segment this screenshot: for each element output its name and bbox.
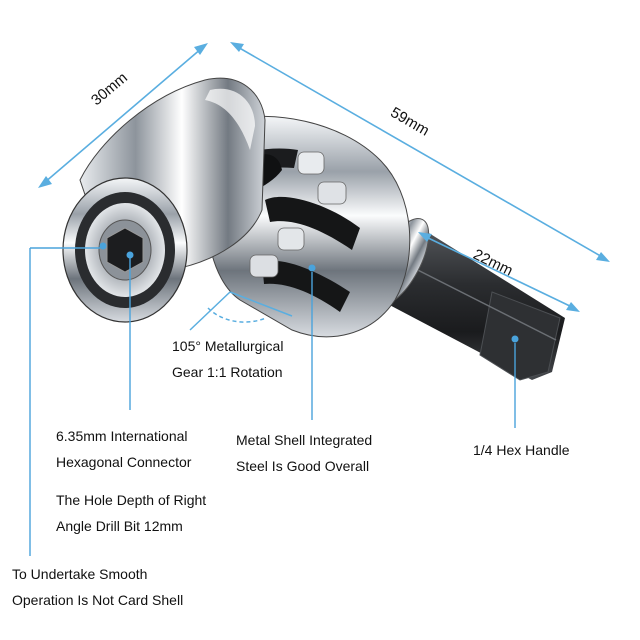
callout-shell-line-1: Metal Shell Integrated xyxy=(236,432,373,448)
callout-smooth: To Undertake Smooth Operation Is Not Car… xyxy=(12,561,183,613)
angle-arc xyxy=(207,307,267,323)
callout-connector-line-2: Hexagonal Connector xyxy=(56,454,192,470)
callout-depth: The Hole Depth of Right Angle Drill Bit … xyxy=(56,487,206,539)
callout-smooth-line-2: Operation Is Not Card Shell xyxy=(12,592,184,608)
callout-leaders xyxy=(29,242,519,556)
angle-line-left xyxy=(189,291,231,331)
callout-depth-line-2: Angle Drill Bit 12mm xyxy=(56,518,183,534)
callout-connector: 6.35mm International Hexagonal Connector xyxy=(56,423,191,475)
callout-gear: 105° Metallurgical Gear 1:1 Rotation xyxy=(172,333,283,385)
callout-shell-line-2: Steel Is Good Overall xyxy=(236,458,370,474)
callout-smooth-line-1: To Undertake Smooth xyxy=(12,566,148,582)
callout-gear-line-2: Gear 1:1 Rotation xyxy=(172,364,283,380)
dimension-30mm-line xyxy=(38,43,208,188)
callout-hex-line-1: 1/4 Hex Handle xyxy=(473,442,570,458)
dimension-59mm-line xyxy=(230,42,610,262)
callout-depth-line-1: The Hole Depth of Right xyxy=(56,492,207,508)
callout-hex: 1/4 Hex Handle xyxy=(473,437,570,463)
callout-shell: Metal Shell Integrated Steel Is Good Ove… xyxy=(236,427,372,479)
angle-line-right xyxy=(229,291,293,317)
socket-face xyxy=(62,177,188,323)
callout-connector-line-1: 6.35mm International xyxy=(56,428,188,444)
callout-gear-line-1: 105° Metallurgical xyxy=(172,338,284,354)
dimension-22mm-line xyxy=(418,232,580,312)
